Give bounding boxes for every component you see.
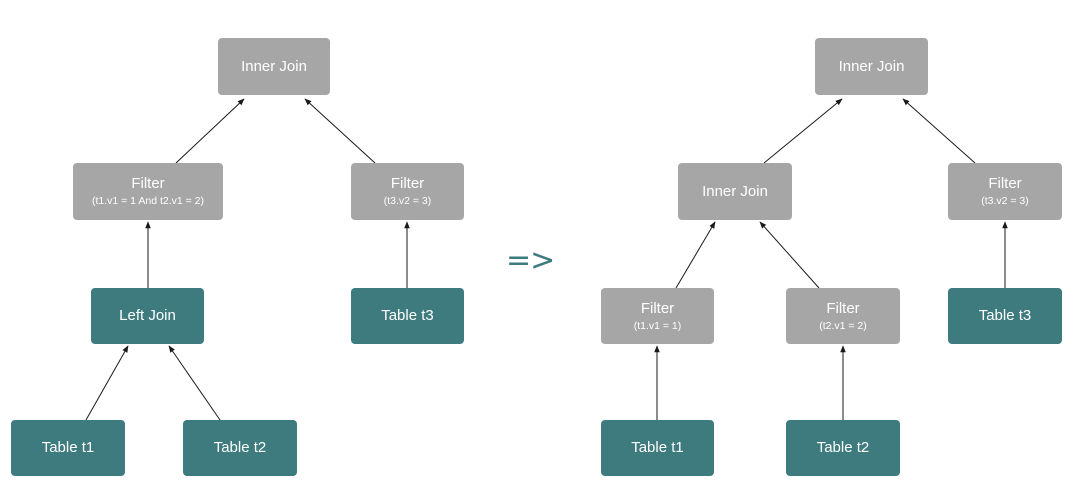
right-table-t1-label: Table t1 — [631, 439, 684, 456]
right-table-t3-label: Table t3 — [978, 307, 1032, 324]
right-filter-t2-node: Filter (t2.v1 = 2) — [786, 288, 900, 344]
right-inner-join-top-node: Inner Join — [815, 38, 928, 95]
right-filter-t1-condition: (t1.v1 = 1) — [633, 319, 682, 332]
edge-left-table-t1-to-left-join — [85, 345, 129, 421]
edge-right-inner-join-mid-to-top — [763, 98, 843, 164]
right-table-t1-node: Table t1 — [601, 420, 714, 476]
left-left-join-node: Left Join — [91, 288, 204, 344]
right-table-t2-node: Table t2 — [786, 420, 900, 476]
left-table-t3-label: Table t3 — [381, 307, 434, 324]
left-inner-join-label: Inner Join — [241, 57, 307, 75]
right-inner-join-mid-node: Inner Join — [678, 163, 792, 220]
left-filter-a-title: Filter — [131, 175, 165, 192]
right-filter-t3-condition: (t3.v2 = 3) — [981, 195, 1029, 207]
edge-left-filter-a-to-inner-join — [175, 98, 245, 164]
right-filter-t1-title: Filter — [640, 299, 675, 317]
left-filter-b-node: Filter (t3.v2 = 3) — [351, 163, 464, 220]
left-left-join-label: Left Join — [119, 307, 176, 324]
left-filter-a-node: Filter (t1.v1 = 1 And t2.v1 = 2) — [73, 163, 223, 220]
transform-arrow: => — [506, 243, 555, 278]
right-inner-join-top-label: Inner Join — [838, 57, 905, 75]
left-filter-b-title: Filter — [390, 175, 425, 192]
edge-right-filter-t2-to-inner-join-mid — [759, 221, 820, 289]
right-filter-t3-node: Filter (t3.v2 = 3) — [948, 163, 1062, 220]
left-table-t2-label: Table t2 — [213, 439, 267, 456]
left-filter-b-condition: (t3.v2 = 3) — [383, 195, 432, 207]
right-filter-t2-title: Filter — [826, 299, 860, 317]
left-table-t2-node: Table t2 — [183, 420, 297, 476]
right-filter-t2-condition: (t2.v1 = 2) — [819, 319, 867, 332]
edge-left-table-t2-to-left-join — [168, 345, 221, 421]
edge-right-filter-t1-to-inner-join-mid — [675, 221, 716, 289]
right-inner-join-mid-label: Inner Join — [702, 182, 768, 200]
left-inner-join-node: Inner Join — [218, 38, 330, 95]
right-filter-t1-node: Filter (t1.v1 = 1) — [601, 288, 714, 344]
right-table-t2-label: Table t2 — [816, 439, 870, 456]
right-table-t3-node: Table t3 — [948, 288, 1062, 344]
left-table-t3-node: Table t3 — [351, 288, 464, 344]
left-filter-a-condition: (t1.v1 = 1 And t2.v1 = 2) — [91, 195, 205, 207]
edge-left-filter-b-to-inner-join — [304, 98, 376, 164]
left-table-t1-label: Table t1 — [41, 439, 95, 456]
left-table-t1-node: Table t1 — [11, 420, 125, 476]
right-filter-t3-title: Filter — [988, 175, 1022, 192]
edge-right-filter-t3-to-top — [902, 98, 976, 164]
